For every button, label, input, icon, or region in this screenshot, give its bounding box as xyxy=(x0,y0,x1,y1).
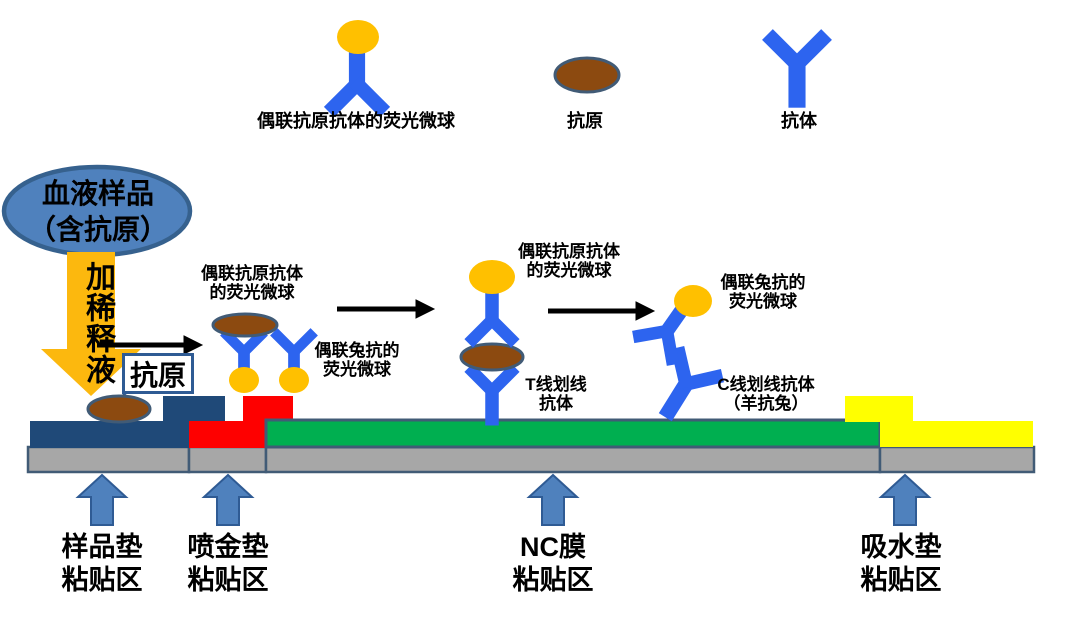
antigen-callout-box: 抗原 xyxy=(122,353,194,394)
t-line-antigen-icon xyxy=(459,342,525,372)
dilution-down-arrow-icon xyxy=(41,252,141,396)
legend-label-conjugate: 偶联抗原抗体的荧光微球 xyxy=(257,111,455,131)
gold-pad-conjugate-label: 偶联抗原抗体 的荧光微球 xyxy=(201,264,303,302)
legend-antibody-y-icon xyxy=(762,29,832,108)
c-line-antibody-label: C线划线抗体 （羊抗兔） xyxy=(717,375,815,413)
t-line-antibody-icon xyxy=(464,363,520,426)
zone-label-nc-membrane: NC膜 粘贴区 xyxy=(512,532,594,595)
t-line-antibody-label: T线划线 抗体 xyxy=(525,375,587,413)
t-line-conjugate-antibody-icon xyxy=(464,285,520,348)
absorbent-pad xyxy=(845,396,1033,447)
backing-segment-gold xyxy=(187,445,268,474)
c-line-microsphere-icon xyxy=(674,285,712,317)
t-line-microsphere-icon xyxy=(469,260,515,294)
gold-pad-rabbit-conjugate-label: 偶联兔抗的 荧光微球 xyxy=(314,341,400,379)
backing-segment-absorbent xyxy=(878,445,1036,474)
zone-label-sample-pad: 样品垫 粘贴区 xyxy=(61,532,143,595)
backing-segment-sample xyxy=(26,445,191,474)
flow-arrow-icon xyxy=(97,335,204,355)
zone-arrow-icon xyxy=(878,473,932,526)
zone-label-gold-pad: 喷金垫 粘贴区 xyxy=(187,532,269,595)
t-line-conjugate-label: 偶联抗原抗体 的荧光微球 xyxy=(518,242,620,280)
flow-arrow-icon xyxy=(337,299,436,319)
backing-segment-nc xyxy=(264,445,882,474)
dilution-arrow-label: 加稀释液 xyxy=(81,261,114,385)
legend-label-antigen: 抗原 xyxy=(567,111,603,131)
microsphere-icon xyxy=(229,367,259,393)
blood-sample-label: 血液样品 （含抗原） xyxy=(27,177,168,245)
zone-arrow-icon xyxy=(201,473,255,526)
zone-pointer-arrows xyxy=(75,473,932,526)
sample-pad xyxy=(30,396,225,448)
legend-antigen-icon xyxy=(553,56,621,94)
zone-arrow-icon xyxy=(526,473,580,526)
zone-arrow-icon xyxy=(75,473,129,526)
backing-card xyxy=(26,445,1036,474)
zone-label-absorbent-pad: 吸水垫 粘贴区 xyxy=(860,532,942,595)
legend-label-antibody: 抗体 xyxy=(781,111,817,131)
captured-antigen-icon xyxy=(211,312,279,338)
microsphere-icon xyxy=(279,367,309,393)
nc-membrane xyxy=(264,418,882,449)
antigen-icon xyxy=(86,394,152,424)
flow-arrows xyxy=(97,299,656,355)
legend-microsphere-icon xyxy=(337,20,379,54)
c-line-conjugate-label: 偶联兔抗的 荧光微球 xyxy=(720,273,806,311)
flow-arrow-icon xyxy=(548,301,656,321)
